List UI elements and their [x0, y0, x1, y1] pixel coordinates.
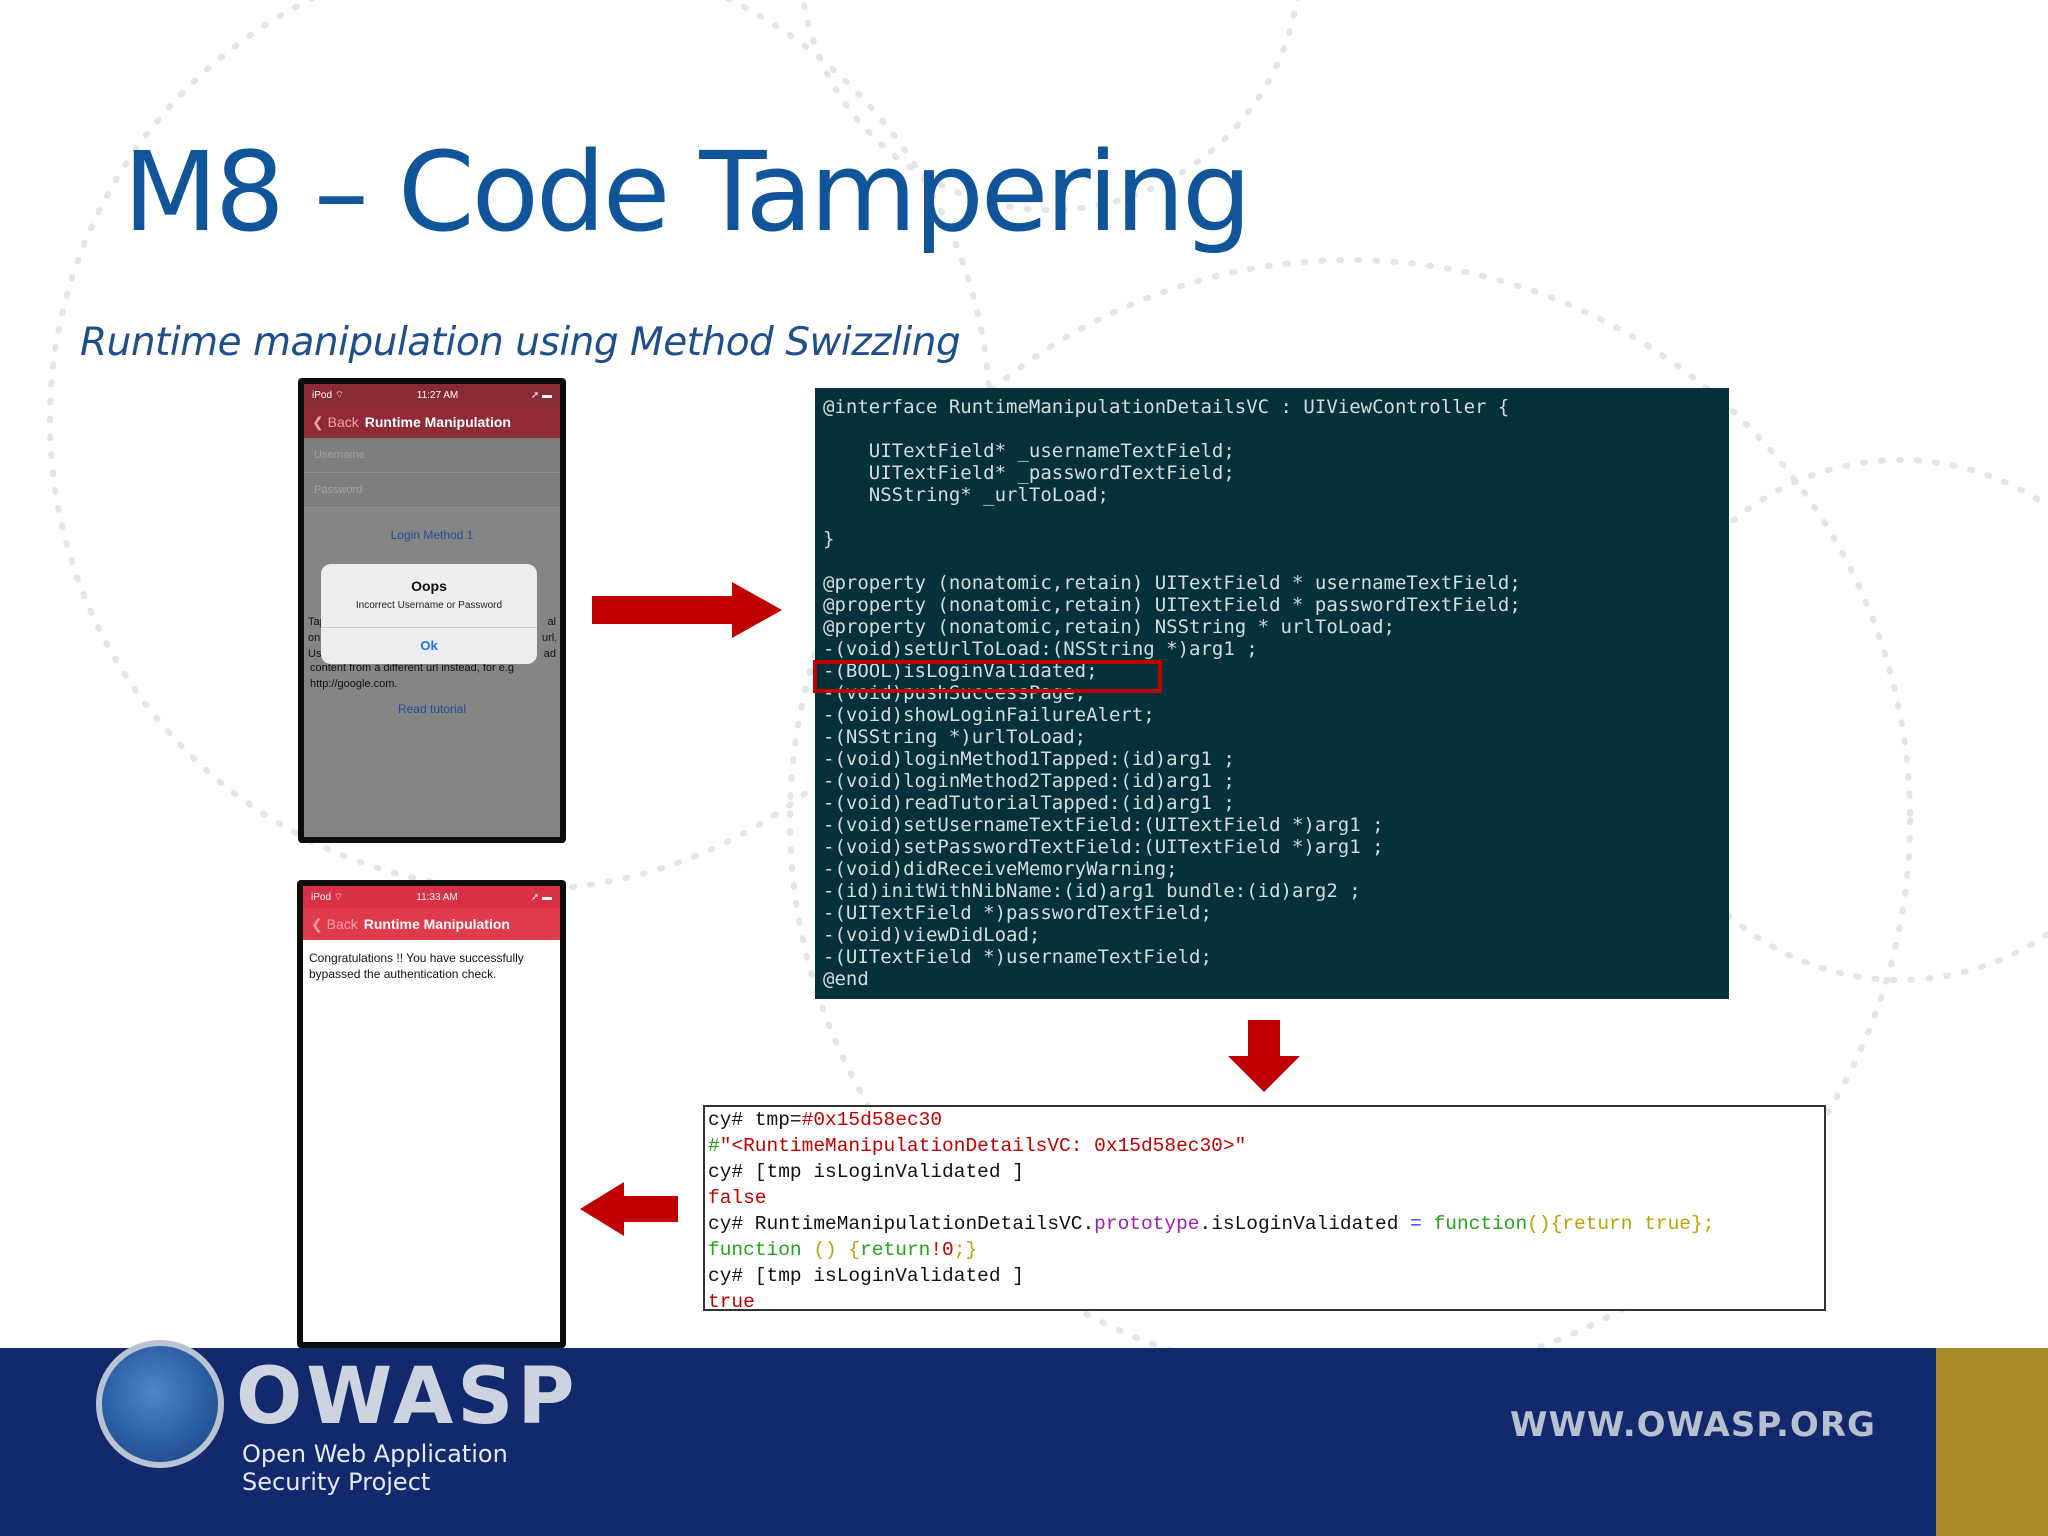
success-message: Congratulations !! You have successfully…	[309, 951, 524, 981]
phone-screen: iPod ⌔ 11:33 AM ➚ ▬ ❮ Back Runtime Manip…	[303, 886, 560, 1342]
code-line: -(BOOL)isLoginValidated;	[823, 660, 1098, 682]
phone-screen: iPod ⌔ 11:27 AM ➚ ▬ ❮ Back Runtime Manip…	[304, 384, 560, 837]
code-line: NSString* _urlToLoad;	[823, 484, 1109, 506]
nav-bar: ❮ Back Runtime Manipulation	[304, 406, 560, 438]
owasp-website: WWW.OWASP.ORG	[1510, 1405, 1876, 1445]
code-line: -(id)initWithNibName:(id)arg1 bundle:(id…	[823, 880, 1361, 902]
nav-title: Runtime Manipulation	[363, 916, 510, 932]
background-text-left: Tap on Us	[308, 616, 322, 660]
code-line: @property (nonatomic,retain) UITextField…	[823, 594, 1521, 616]
code-line: -(void)viewDidLoad;	[823, 924, 1041, 946]
console-line: true	[708, 1291, 755, 1313]
status-carrier: iPod ⌔	[311, 891, 344, 903]
alert-message: Incorrect Username or Password	[355, 600, 503, 611]
back-button[interactable]: ❮ Back	[311, 915, 358, 932]
footer-accent	[1936, 1348, 2048, 1536]
console-line: function () {return!0;}	[708, 1239, 978, 1261]
cycript-console: cy# tmp=#0x15d58ec30 #"<RuntimeManipulat…	[705, 1107, 1824, 1315]
code-line: @property (nonatomic,retain) NSString * …	[823, 616, 1395, 638]
class-dump-code-panel: @interface RuntimeManipulationDetailsVC …	[815, 388, 1729, 999]
status-battery-icon: ➚ ▬	[530, 389, 552, 401]
username-field[interactable]: Username	[304, 438, 560, 473]
status-time: 11:27 AM	[416, 389, 459, 401]
owasp-wordmark: OWASP	[236, 1352, 579, 1442]
code-line: }	[823, 528, 835, 550]
background-text-right: al url, ad	[542, 616, 556, 660]
code-line: @end	[823, 968, 869, 990]
slide-subtitle: Runtime manipulation using Method Swizzl…	[80, 320, 961, 365]
code-line: UITextField* _passwordTextField;	[823, 462, 1235, 484]
slide-title: M8 – Code Tampering	[123, 128, 1252, 256]
login-fields: Username Password	[304, 438, 560, 508]
error-alert: Oops Incorrect Username or Password Ok	[321, 564, 537, 664]
status-bar: iPod ⌔ 11:27 AM ➚ ▬	[304, 384, 560, 406]
code-line: -(void)loginMethod1Tapped:(id)arg1 ;	[823, 748, 1235, 770]
code-line: -(void)loginMethod2Tapped:(id)arg1 ;	[823, 770, 1235, 792]
console-line: #"<RuntimeManipulationDetailsVC: 0x15d58…	[708, 1135, 1247, 1157]
console-line: cy# tmp=#0x15d58ec30	[708, 1109, 943, 1131]
code-line: @interface RuntimeManipulationDetailsVC …	[823, 396, 1510, 418]
alert-title: Oops	[411, 578, 447, 594]
code-line: -(void)setUsernameTextField:(UITextField…	[823, 814, 1384, 836]
console-line: cy# [tmp isLoginValidated ]	[708, 1265, 1024, 1287]
nav-title: Runtime Manipulation	[364, 414, 511, 430]
back-label: Back	[327, 413, 359, 430]
class-dump-code: @interface RuntimeManipulationDetailsVC …	[815, 388, 1729, 990]
login-method-1-link[interactable]: Login Method 1	[390, 528, 474, 542]
owasp-wasp-logo-icon	[96, 1340, 224, 1468]
footer-bar	[0, 1348, 2048, 1536]
status-battery-icon: ➚ ▬	[530, 891, 552, 903]
code-line: UITextField* _usernameTextField;	[823, 440, 1235, 462]
code-line: -(void)setPasswordTextField:(UITextField…	[823, 836, 1384, 858]
owasp-tagline-line-2: Security Project	[242, 1468, 431, 1496]
code-line: -(void)showLoginFailureAlert;	[823, 704, 1155, 726]
console-line: false	[708, 1187, 767, 1209]
console-line: cy# RuntimeManipulationDetailsVC.prototy…	[708, 1213, 1715, 1235]
nav-bar: ❮ Back Runtime Manipulation	[303, 908, 560, 940]
code-line: -(UITextField *)usernameTextField;	[823, 946, 1212, 968]
code-line: -(NSString *)urlToLoad;	[823, 726, 1087, 748]
cycript-console-panel: cy# tmp=#0x15d58ec30 #"<RuntimeManipulat…	[703, 1105, 1826, 1313]
code-line: -(void)setUrlToLoad:(NSString *)arg1 ;	[823, 638, 1258, 660]
code-line: @property (nonatomic,retain) UITextField…	[823, 572, 1521, 594]
arrow-right-icon	[592, 582, 782, 638]
owasp-tagline-line-1: Open Web Application	[242, 1440, 508, 1468]
phone-screenshot-login-failure: iPod ⌔ 11:27 AM ➚ ▬ ❮ Back Runtime Manip…	[298, 378, 566, 843]
status-carrier: iPod ⌔	[312, 389, 345, 401]
code-line: -(void)readTutorialTapped:(id)arg1 ;	[823, 792, 1235, 814]
alert-ok-button[interactable]: Ok	[321, 627, 537, 664]
status-bar: iPod ⌔ 11:33 AM ➚ ▬	[303, 886, 560, 908]
status-time: 11:33 AM	[416, 891, 458, 903]
arrow-down-icon	[1228, 1020, 1300, 1092]
code-line: -(void)didReceiveMemoryWarning;	[823, 858, 1178, 880]
back-label: Back	[326, 915, 358, 932]
body-text: content from a different url instead, fo…	[310, 662, 515, 690]
arrow-left-icon	[580, 1182, 678, 1236]
code-line: -(void)pushSuccessPage;	[823, 682, 1087, 704]
back-button[interactable]: ❮ Back	[312, 413, 359, 430]
highlight-box-isloginvalidated	[813, 660, 1162, 693]
console-line: cy# [tmp isLoginValidated ]	[708, 1161, 1024, 1183]
phone-screenshot-bypass-success: iPod ⌔ 11:33 AM ➚ ▬ ❮ Back Runtime Manip…	[297, 880, 566, 1348]
read-tutorial-link[interactable]: Read tutorial	[397, 702, 467, 716]
password-field[interactable]: Password	[304, 473, 560, 508]
code-line: -(UITextField *)passwordTextField;	[823, 902, 1212, 924]
